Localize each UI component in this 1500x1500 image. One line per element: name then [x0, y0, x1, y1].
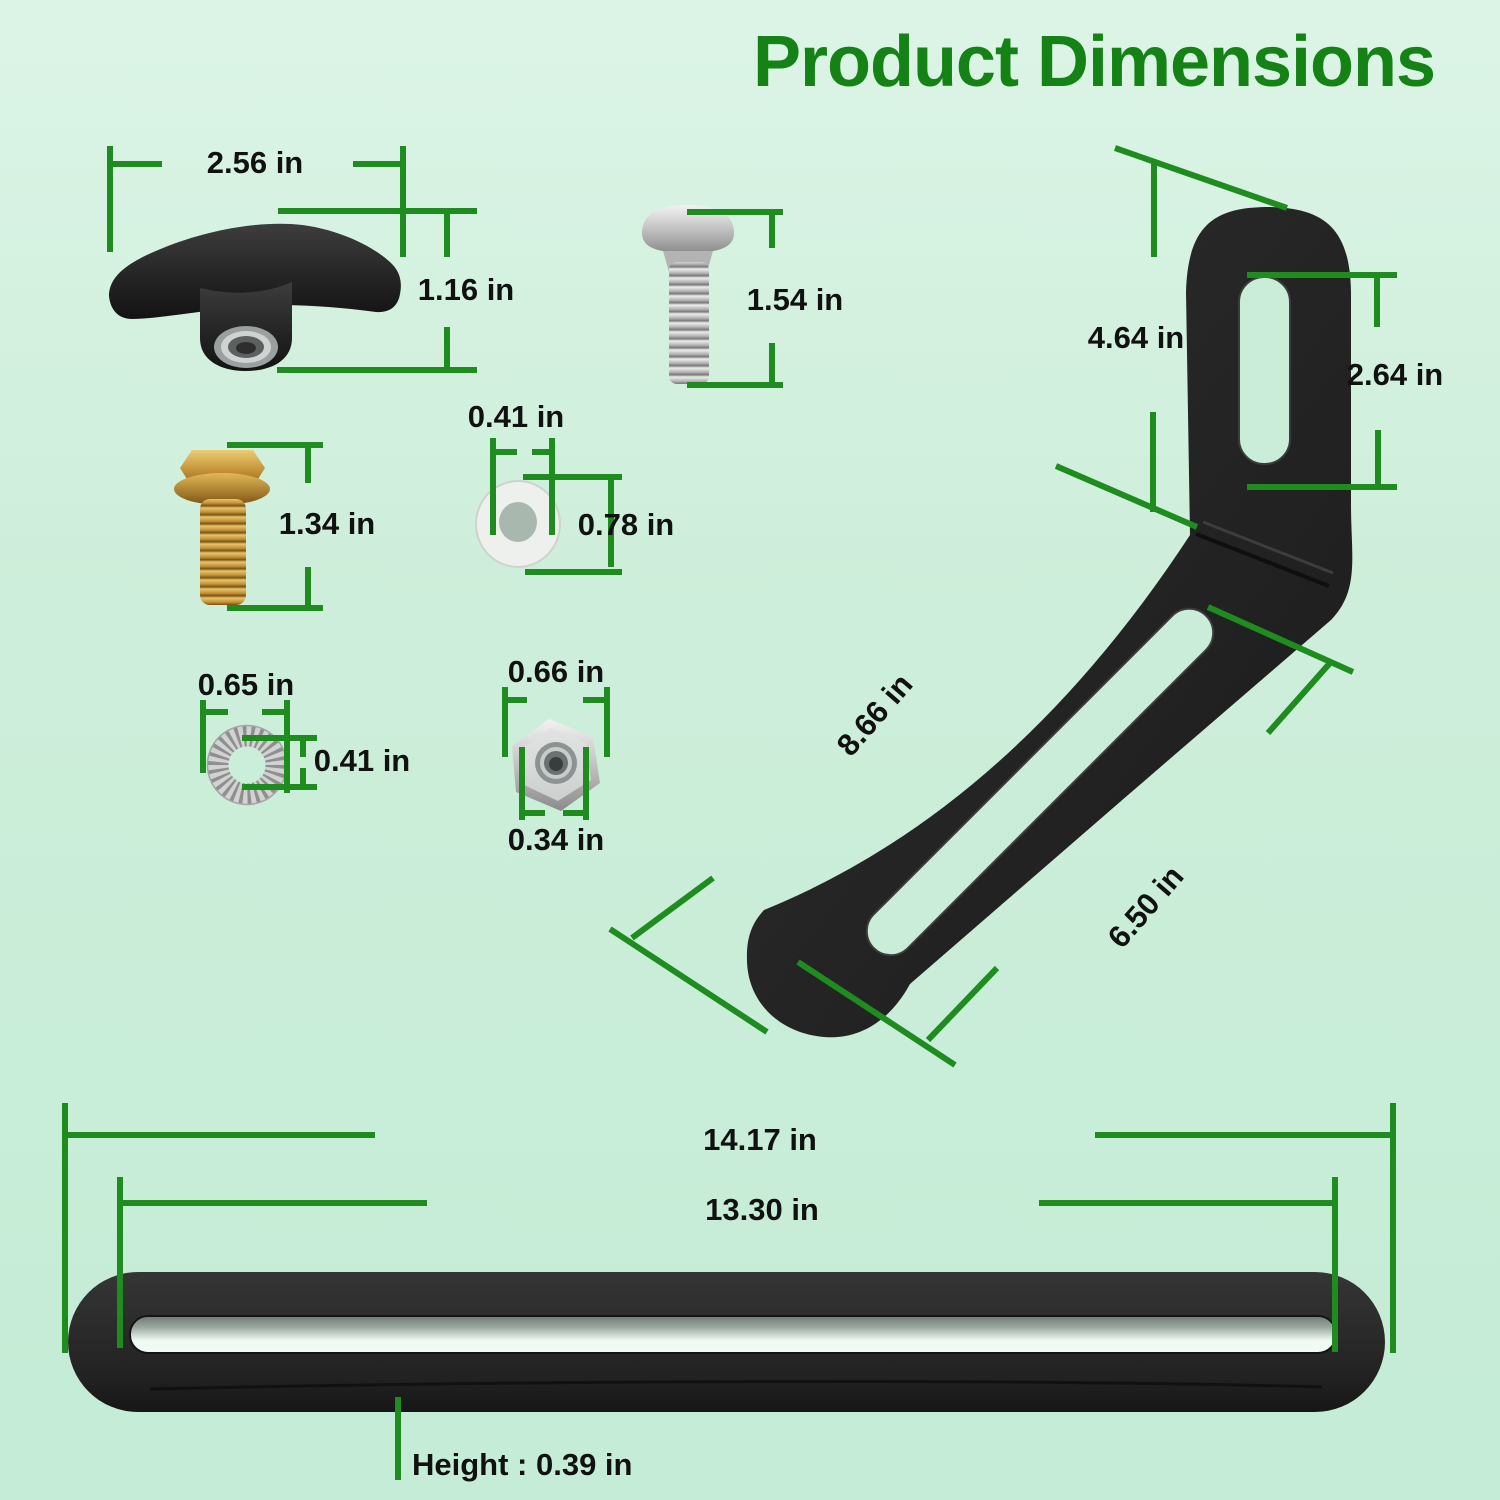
flat-washer-graphic: [475, 480, 561, 568]
hex-nut-width-label: 0.66 in: [507, 654, 605, 689]
bracket-dimension-lines: [608, 145, 1397, 1068]
flat-washer-outer-label: 0.78 in: [577, 507, 675, 542]
lock-washer-outer-label: 0.65 in: [197, 667, 295, 702]
lock-washer-dimension-lines: [200, 700, 317, 793]
bracket-upper-slot-label: 2.64 in: [1346, 357, 1444, 392]
carriage-bolt-graphic: [642, 205, 734, 384]
carriage-bolt-dimension-lines: [687, 209, 783, 388]
page-title: Product Dimensions: [752, 22, 1436, 102]
hex-nut-graphic: [512, 719, 600, 811]
hex-nut-thread-label: 0.34 in: [507, 822, 605, 857]
knob-dimension-lines: [107, 146, 477, 373]
flange-bolt-length-label: 1.34 in: [278, 506, 376, 541]
bracket-upper-arm-label: 4.64 in: [1087, 320, 1185, 355]
slotted-bar-graphic: [68, 1272, 1385, 1412]
hex-nut-dimension-lines: [502, 687, 610, 820]
bar-length-label: 14.17 in: [703, 1122, 817, 1157]
l-bracket-graphic: [746, 207, 1353, 1038]
flange-bolt-graphic: [174, 450, 270, 605]
bar-slot-length-label: 13.30 in: [705, 1192, 819, 1227]
carriage-bolt-length-label: 1.54 in: [746, 282, 844, 317]
t-knob-graphic: [109, 223, 401, 371]
knob-width-label: 2.56 in: [206, 145, 304, 180]
bar-height-label: Height : 0.39 in: [412, 1447, 633, 1482]
lock-washer-inner-label: 0.41 in: [313, 743, 411, 778]
flat-washer-dimension-lines: [490, 438, 622, 575]
flange-bolt-dimension-lines: [227, 442, 323, 611]
flat-washer-inner-label: 0.41 in: [467, 399, 565, 434]
knob-height-label: 1.16 in: [417, 272, 515, 307]
bar-dimension-lines: [62, 1103, 1396, 1480]
